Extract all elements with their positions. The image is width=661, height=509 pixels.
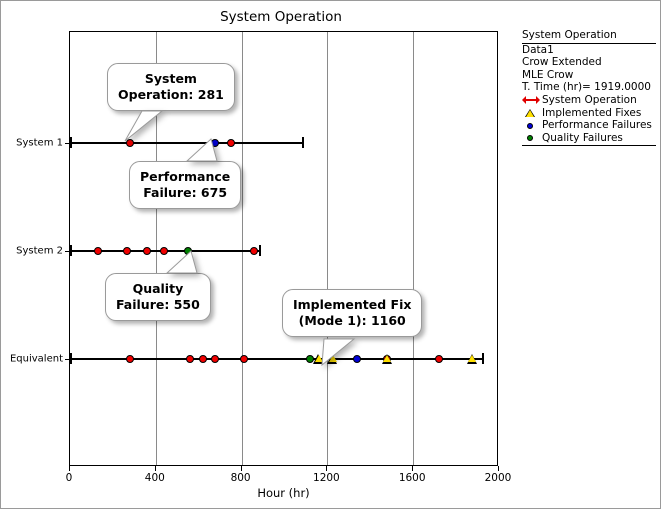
annotation-tail [107,63,307,183]
legend-entry-label: System Operation [542,93,637,106]
series-line-cap [70,137,72,148]
legend-info-line-3: T. Time (hr)= 1919.0000 [522,81,651,94]
data-point-circle-icon[interactable] [126,355,135,363]
line-arrow-icon [522,94,540,107]
data-point-circle-icon[interactable] [143,247,152,255]
data-point-circle-icon[interactable] [210,355,219,363]
legend-entry-implemented-fixes[interactable]: Implemented Fixes [522,107,656,120]
annotation-line-1: System [144,71,197,86]
y-tick [65,251,70,252]
x-tick [412,466,414,471]
y-tick-label-system-2: System 2 [16,245,63,257]
data-point-circle-icon[interactable] [93,247,102,255]
legend-entry-system-operation[interactable]: System Operation [522,94,656,107]
legend-entry-quality-failures[interactable]: Quality Failures [522,132,656,145]
legend-entry-label: Implemented Fixes [542,106,642,119]
annotation-tail [129,138,329,281]
series-line [70,142,302,144]
x-tick-label-1200: 1200 [313,472,340,484]
gridline-1600 [413,32,415,465]
data-point-circle-icon[interactable] [250,247,259,255]
x-tick [240,466,242,471]
x-tick-label-800: 800 [230,472,251,484]
legend-info-line-1: Crow Extended [522,56,602,69]
annotation-line-1: Quality [132,281,184,296]
x-tick-label-1600: 1600 [398,472,426,484]
data-point-circle-icon[interactable] [239,355,248,363]
series-line [70,358,482,360]
series-line-cap [70,353,72,364]
data-point-circle-icon[interactable] [126,139,135,147]
x-axis-title: Hour (hr) [257,486,310,500]
annotation-tail [282,289,482,409]
chart-title: System Operation [220,9,342,25]
x-tick-label-2000: 2000 [484,472,512,484]
series-line-cap [70,245,72,256]
legend-info-line-0: Data1 [522,43,554,56]
legend-bottom-rule [522,145,656,147]
triangle-fill [328,355,337,362]
triangle-fill [383,355,392,362]
data-point-circle-icon[interactable] [198,355,207,363]
x-tick-label-400: 400 [144,472,165,484]
annotation-line-1: Performance [140,169,231,184]
series-line-cap [258,245,261,256]
legend-entry-label: Quality Failures [542,131,623,144]
series-line-cap [481,353,484,364]
annotation-line-1: Implemented Fix [293,297,412,312]
y-tick-label-system-1: System 1 [16,137,63,149]
triangle-fill [314,355,323,362]
data-point-circle-icon[interactable] [159,247,168,255]
x-tick [69,466,70,471]
y-tick-label-equivalent: Equivalent [9,353,63,365]
annotation-line-2: Failure: 675 [143,185,228,200]
legend-info-line-2: MLE Crow [522,68,574,81]
triangle-fill [468,355,477,362]
annotation-line-2: Operation: 281 [118,87,224,102]
y-tick [65,143,70,144]
annotation-implemented-fix-1160[interactable]: Implemented Fix(Mode 1): 1160 [282,289,423,337]
legend-entry-label: Performance Failures [542,119,652,132]
circle-icon [522,119,540,132]
data-point-circle-icon[interactable] [226,139,235,147]
x-tick [498,466,499,471]
legend-title: System Operation [522,29,656,44]
data-point-circle-icon[interactable] [186,355,195,363]
triangle-icon [522,107,540,120]
gridline-1200 [327,32,329,465]
data-point-circle-icon[interactable] [353,355,362,363]
annotation-line-2: Failure: 550 [116,297,200,312]
gridline-800 [241,32,243,465]
y-tick [65,359,70,360]
data-point-circle-icon[interactable] [434,355,443,363]
data-point-circle-icon[interactable] [122,247,131,255]
annotation-tail [105,250,305,393]
circle-icon [522,132,540,145]
legend-entry-performance-failures[interactable]: Performance Failures [522,119,656,132]
series-line-cap [301,137,304,148]
x-tick [326,466,328,471]
annotation-line-2: (Mode 1): 1160 [298,313,406,328]
gridline-400 [155,32,157,465]
x-tick-label-0: 0 [65,472,73,484]
x-tick [154,466,156,471]
